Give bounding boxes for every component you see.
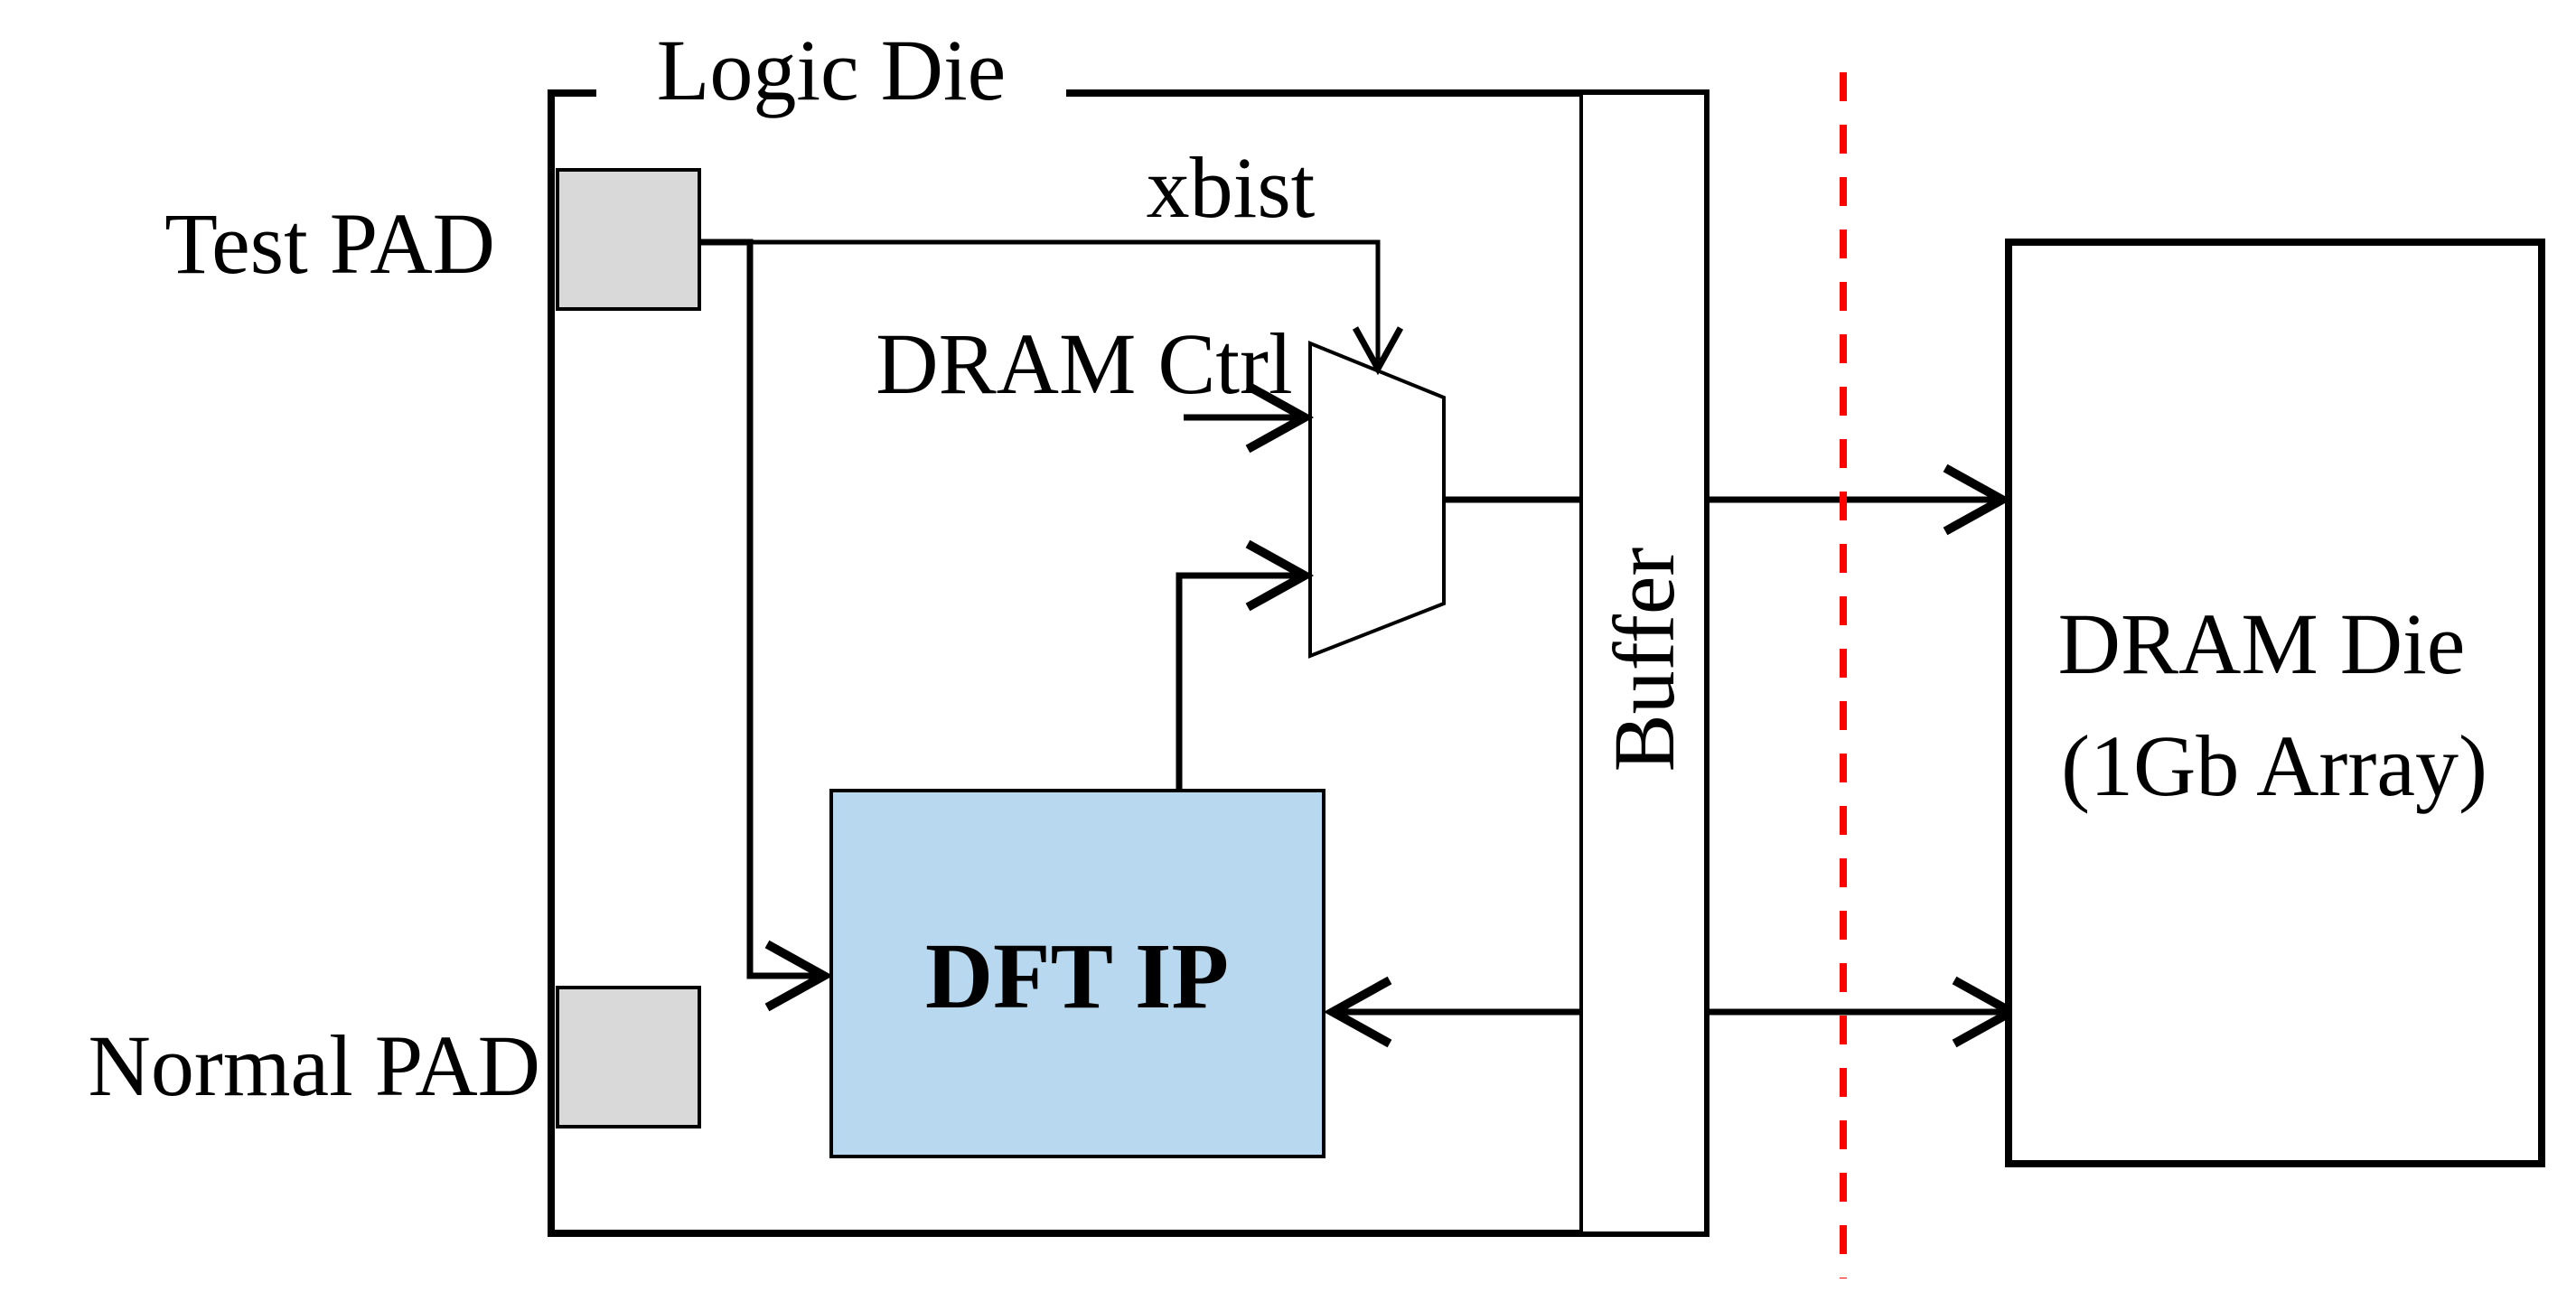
buffer-block — [1579, 91, 1708, 1235]
dft-to-mux-wire — [1176, 539, 1315, 791]
multiplexer — [1308, 341, 1446, 659]
buffer-label: Buffer — [1596, 548, 1692, 773]
xbist-wire — [699, 239, 1404, 376]
dram-die-box — [2005, 239, 2545, 1167]
logic-die-title: Logic Die — [657, 22, 1007, 118]
dft-ip-label: DFT IP — [925, 924, 1229, 1028]
wires — [699, 239, 2021, 1048]
dram-die-subtitle: (1Gb Array) — [2061, 717, 2487, 814]
xbist-label: xbist — [1147, 139, 1316, 236]
test-pad — [556, 168, 701, 311]
dram-ctrl-label: DRAM Ctrl — [876, 315, 1292, 412]
dram-die-title: DRAM Die — [2058, 595, 2466, 692]
test-pad-to-dft-wire — [699, 239, 834, 1012]
normal-pad — [556, 986, 701, 1128]
dft-ip-block — [829, 789, 1325, 1158]
test-pad-label: Test PAD — [164, 195, 495, 292]
normal-pad-label: Normal PAD — [89, 1017, 540, 1114]
